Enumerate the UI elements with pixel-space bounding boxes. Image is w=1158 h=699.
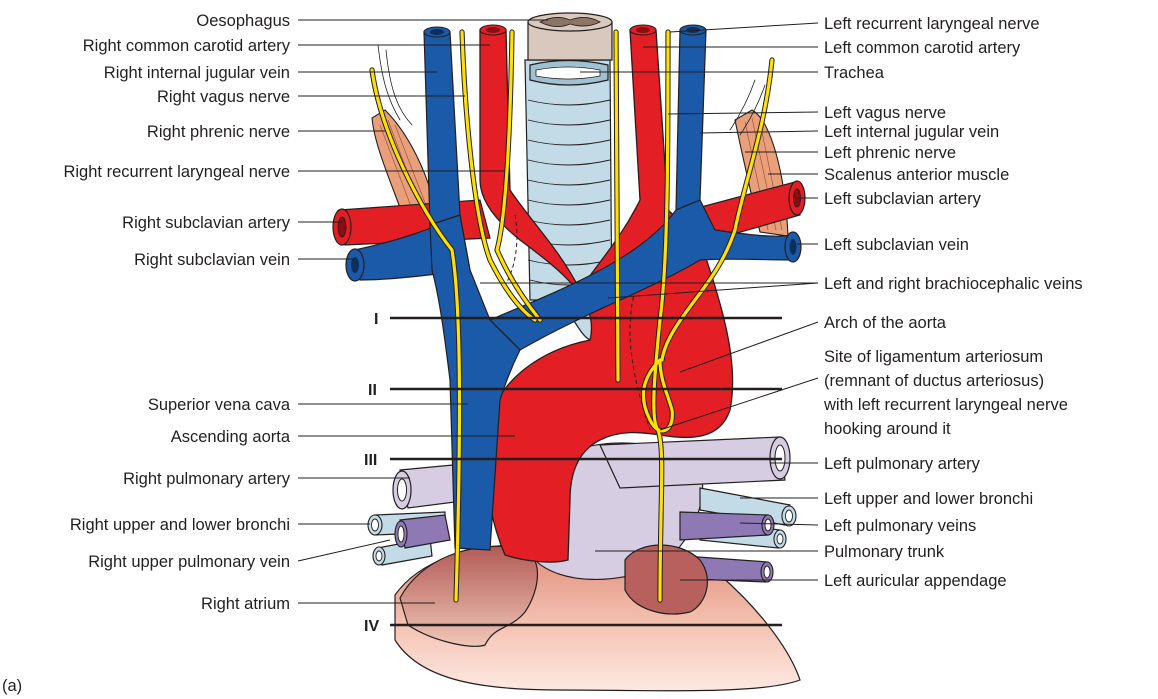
label-ascending-aorta: Ascending aorta bbox=[171, 428, 291, 446]
label-ligamentum-arteriosum-line2: (remnant of ductus arteriosus) bbox=[824, 372, 1044, 390]
label-left-pulmonary-artery: Left pulmonary artery bbox=[824, 455, 981, 473]
level-label-i: I bbox=[374, 311, 378, 328]
label-left-common-carotid-artery: Left common carotid artery bbox=[824, 39, 1021, 57]
level-label-iv: IV bbox=[364, 618, 379, 635]
label-oesophagus: Oesophagus bbox=[196, 12, 290, 30]
label-left-internal-jugular-vein: Left internal jugular vein bbox=[824, 123, 999, 141]
label-left-recurrent-laryngeal-nerve: Left recurrent laryngeal nerve bbox=[824, 15, 1040, 33]
label-right-recurrent-laryngeal-nerve: Right recurrent laryngeal nerve bbox=[63, 163, 290, 181]
label-left-pulmonary-veins: Left pulmonary veins bbox=[824, 517, 976, 535]
level-label-ii: II bbox=[368, 382, 377, 399]
label-right-pulmonary-artery: Right pulmonary artery bbox=[123, 470, 291, 488]
label-superior-vena-cava: Superior vena cava bbox=[148, 396, 291, 414]
panel-label: (a) bbox=[2, 677, 22, 695]
label-ligamentum-arteriosum-line1: Site of ligamentum arteriosum bbox=[824, 348, 1043, 366]
label-left-upper-lower-bronchi: Left upper and lower bronchi bbox=[824, 490, 1033, 508]
label-right-common-carotid-artery: Right common carotid artery bbox=[83, 37, 291, 55]
label-right-upper-pulmonary-vein: Right upper pulmonary vein bbox=[88, 553, 290, 571]
label-right-subclavian-artery: Right subclavian artery bbox=[122, 214, 291, 232]
label-right-atrium: Right atrium bbox=[201, 595, 290, 613]
label-pulmonary-trunk: Pulmonary trunk bbox=[824, 543, 945, 561]
right-labels: Left recurrent laryngeal nerve Left comm… bbox=[823, 15, 1083, 590]
label-right-subclavian-vein: Right subclavian vein bbox=[134, 251, 290, 269]
label-left-auricular-appendage: Left auricular appendage bbox=[824, 572, 1007, 590]
label-left-subclavian-artery: Left subclavian artery bbox=[824, 190, 982, 208]
label-left-vagus-nerve: Left vagus nerve bbox=[824, 104, 946, 122]
left-labels: Oesophagus Right common carotid artery R… bbox=[63, 12, 290, 613]
label-right-internal-jugular-vein: Right internal jugular vein bbox=[104, 64, 290, 82]
label-left-subclavian-vein: Left subclavian vein bbox=[824, 236, 969, 254]
label-right-upper-lower-bronchi: Right upper and lower bronchi bbox=[70, 516, 290, 534]
label-trachea: Trachea bbox=[824, 64, 885, 82]
label-ligamentum-arteriosum-line4: hooking around it bbox=[824, 420, 951, 438]
label-right-phrenic-nerve: Right phrenic nerve bbox=[147, 123, 290, 141]
left-auricular-appendage bbox=[625, 545, 707, 614]
label-brachiocephalic-veins: Left and right brachiocephalic veins bbox=[824, 275, 1083, 293]
label-right-vagus-nerve: Right vagus nerve bbox=[157, 88, 290, 106]
label-left-phrenic-nerve: Left phrenic nerve bbox=[824, 144, 956, 162]
label-arch-of-aorta: Arch of the aorta bbox=[824, 314, 947, 332]
level-label-iii: III bbox=[364, 452, 377, 469]
label-scalenus-anterior-muscle: Scalenus anterior muscle bbox=[824, 166, 1009, 184]
label-ligamentum-arteriosum-line3: with left recurrent laryngeal nerve bbox=[823, 396, 1068, 414]
